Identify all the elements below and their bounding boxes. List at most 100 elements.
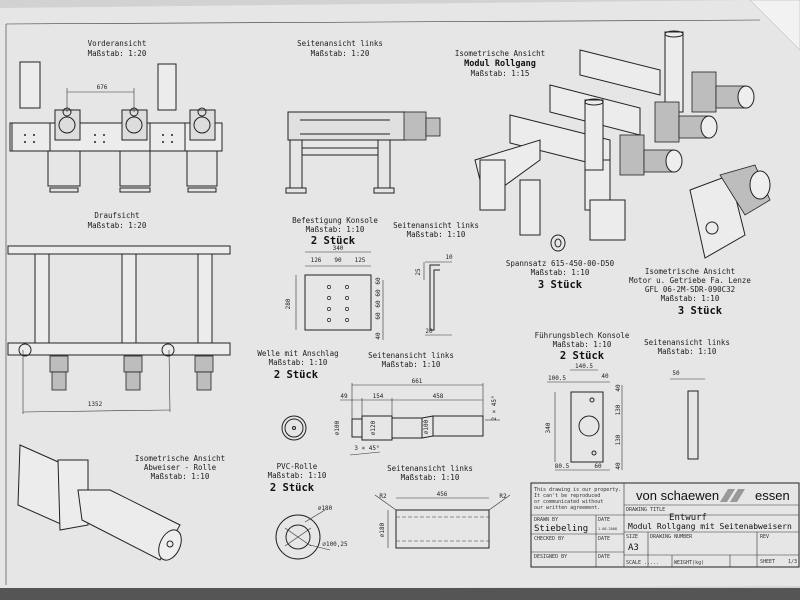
view-title: Seitenansicht links [368,351,454,360]
field-label: SIZE [626,534,638,540]
dimension-label: 100.5 [548,375,566,382]
part-number: GFL 06-2M-SDR-090C32 [645,285,735,294]
view-scale: Maßstab: 1:20 [88,221,147,230]
drawing-title: Modul Rollgang mit Seitenabweisern [628,522,792,531]
view-scale: Maßstab: 1:10 [661,294,720,303]
dimension-label: 49 [340,393,348,400]
quantity-label: 2 Stück [311,235,356,247]
quantity-label: 2 Stück [270,482,315,494]
guide-plate-view: Führungsblech Konsole Maßstab: 1:10 2 St… [535,331,630,471]
quantity-label: 2 Stück [274,369,319,381]
front-view: Vorderansicht Maßstab: 1:20 676 [9,39,223,193]
shaft-view: Welle mit Anschlag Maßstab: 1:10 2 Stück [257,349,339,441]
view-title: Welle mit Anschlag [257,349,338,358]
table-edge [0,588,800,600]
dimension-label: 25 [415,268,422,276]
dimension-label: 40 [375,332,382,340]
field-label: SHEET [760,559,775,565]
sheet-value: 1/3 [788,559,797,565]
view-scale: Maßstab: 1:10 [382,360,441,369]
dimension-label: 40 [601,373,609,380]
notice-text: It can't be reproduced [534,493,600,499]
view-title: Vorderansicht [88,39,147,48]
view-title: Isometrische Ansicht [135,454,225,463]
field-label: DRAWING NUMBER [650,534,693,540]
field-label: DATE [598,554,610,560]
dimension-label: 456 [437,491,448,498]
view-title: Seitenansicht links [387,464,473,473]
dimension-label: 40 [615,462,622,470]
title-block: This drawing is our property. It can't b… [530,482,800,568]
dimension-label: ⌀120 [370,420,377,435]
drawn-by-value: Stiebeling [534,524,588,534]
dimension-label: 140.5 [575,363,593,370]
view-title: Spannsatz 615-450-00-D50 [506,259,615,268]
date-value: 1.08.2008 [598,527,617,531]
clamp-set-view: Spannsatz 615-450-00-D50 Maßstab: 1:10 3… [506,234,615,291]
dimension-label: 340 [545,422,552,433]
border-top [5,19,761,25]
size-value: A3 [628,543,639,553]
dimension-label: 60 [375,277,382,285]
pvc-roller-side-view: Seitenansicht links Maßstab: 1:10 456 R2… [374,464,511,549]
view-scale: Maßstab: 1:10 [151,472,210,481]
dimension-label: 2 × 45° [491,395,498,420]
dimension-label: R2 [379,493,387,500]
dimension-label: 10 [445,254,453,261]
dimension-label: 154 [373,393,384,400]
field-label: DATE [598,536,610,542]
view-title: Isometrische Ansicht [455,49,545,58]
view-title: PVC-Rolle [277,462,318,471]
dimension-label: 458 [433,393,444,400]
dimension-label: ⌀100 [334,420,341,435]
dimension-label: ⌀100 [423,419,430,434]
motor-isometric-view: Isometrische Ansicht Motor u. Getriebe F… [629,164,771,317]
view-scale: Maßstab: 1:10 [407,230,466,239]
dimension-label: 50 [672,370,680,377]
view-title: Seitenansicht links [297,39,383,48]
view-scale: Maßstab: 1:15 [471,69,530,78]
dimension-label: 40 [615,384,622,392]
dimension-label: 676 [97,84,108,91]
field-label: DRAWN BY [534,517,558,523]
drawing-title: Entwurf [669,513,707,523]
quantity-label: 2 Stück [560,350,605,362]
field-label: WEIGHT(kg) [674,560,704,566]
dimension-label: 130 [615,434,622,445]
quantity-label: 3 Stück [538,279,583,291]
company-logo: von schaewen essen [636,488,790,503]
dimension-label: 60 [375,289,382,297]
notice-text: our written agreement. [534,505,600,511]
side-view-top: Seitenansicht links Maßstab: 1:20 [285,39,441,194]
quantity-label: 3 Stück [678,305,723,317]
dimension-label: ⌀180 [379,522,386,537]
view-subtitle: Motor u. Getriebe Fa. Lenze [629,276,751,285]
view-title: Führungsblech Konsole [535,331,630,340]
view-title: Befestigung Konsole [292,216,378,225]
view-subtitle: Abweiser - Rolle [144,463,217,472]
top-view: Draufsicht Maßstab: 1:20 1352 [7,211,231,414]
dimension-label: 130 [615,404,622,415]
field-label: REV [760,534,769,540]
dimension-label: 3 × 45° [354,445,379,452]
dimension-label: ⌀180 [318,505,333,512]
field-label: CHECKED BY [534,536,564,542]
logo-text: essen [755,488,790,503]
view-scale: Maßstab: 1:10 [269,358,328,367]
view-scale: Maßstab: 1:20 [311,49,370,58]
dimension-label: 60 [375,312,382,320]
dimension-label: 1352 [88,401,103,408]
dimension-label: 20 [425,328,433,335]
field-label: SCALE ..... [626,560,659,566]
view-scale: Maßstab: 1:10 [268,471,327,480]
field-label: DATE [598,517,610,523]
dimension-label: 90 [334,257,342,264]
dimension-label: 280 [285,298,292,309]
dimension-label: 60 [594,463,602,470]
dimension-label: 80.5 [555,463,570,470]
view-scale: Maßstab: 1:10 [658,347,717,356]
dimension-label: R2 [499,493,507,500]
dimension-label: 661 [412,378,423,385]
view-title: Draufsicht [94,211,139,220]
shaft-side-view: Seitenansicht links Maßstab: 1:10 661 49… [334,351,500,456]
